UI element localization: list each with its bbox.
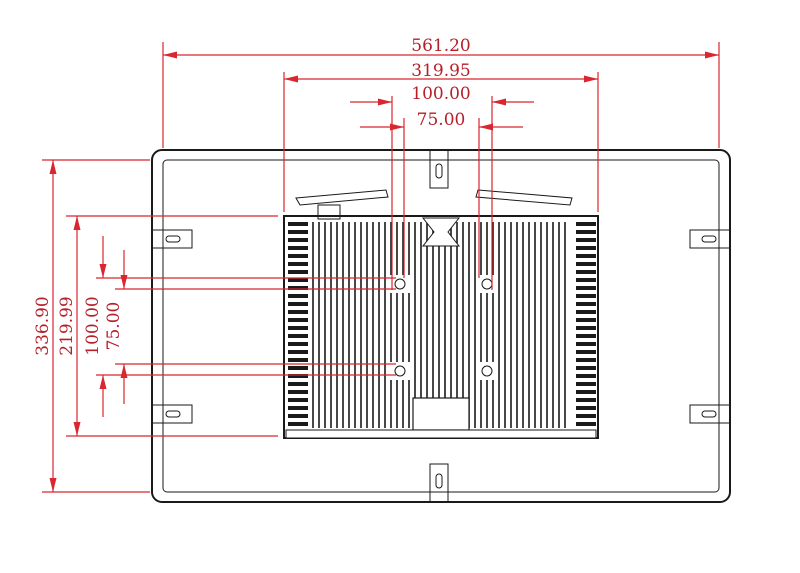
heatsink-side-fin — [576, 334, 596, 338]
heatsink-side-fin — [576, 374, 596, 378]
dimension-label-vesa-100-horizontal: 100.00 — [411, 84, 470, 104]
antenna-right — [475, 189, 573, 206]
heatsink-side-fin — [576, 222, 596, 226]
dimension-label-vesa-75-horizontal: 75.00 — [417, 110, 466, 130]
heatsink-side-fin — [576, 382, 596, 386]
heatsink-side-fin — [576, 286, 596, 290]
heatsink-top-cutout — [421, 217, 461, 247]
heatsink-side-fins-left — [288, 222, 308, 426]
heatsink-side-fin — [576, 406, 596, 410]
heatsink-side-fin — [576, 318, 596, 322]
heatsink-side-fin — [288, 278, 308, 282]
heatsink-side-fin — [288, 294, 308, 298]
dimension-label-vesa-100-vertical: 100.00 — [83, 296, 103, 355]
heatsink-side-fin — [288, 310, 308, 314]
heatsink-side-fin — [288, 254, 308, 258]
heatsink-side-fin — [288, 286, 308, 290]
heatsink-side-fins-right — [576, 222, 596, 426]
dimension-box-height: 219.99 — [57, 215, 278, 437]
heatsink-side-fin — [288, 326, 308, 330]
dimension-vesa-75-vertical: 75.00 — [104, 250, 396, 404]
heatsink-side-fin — [288, 262, 308, 266]
dimension-vesa-75-horizontal: 75.00 — [360, 110, 523, 278]
dimension-overall-width: 561.20 — [162, 36, 720, 148]
heatsink-side-fin — [288, 230, 308, 234]
heatsink-side-fin — [576, 350, 596, 354]
heatsink-side-fin — [288, 270, 308, 274]
heatsink-side-fin — [576, 302, 596, 306]
heatsink-side-fin — [576, 358, 596, 362]
heatsink-side-fin — [576, 310, 596, 314]
antenna-left — [295, 189, 389, 220]
heatsink-side-fin — [288, 318, 308, 322]
dimension-box-width: 319.95 — [283, 61, 599, 212]
heatsink-side-fin — [288, 374, 308, 378]
mounting-bracket-right-upper — [689, 229, 731, 249]
heatsink-side-fin — [288, 382, 308, 386]
heatsink-side-fin — [576, 238, 596, 242]
heatsink-side-fin — [576, 398, 596, 402]
heatsink-side-fin — [288, 390, 308, 394]
dimension-label-box-width: 319.95 — [411, 61, 470, 81]
heatsink-side-fin — [288, 342, 308, 346]
dimension-label-overall-width: 561.20 — [411, 36, 470, 56]
heatsink-side-fin — [576, 366, 596, 370]
heatsink-side-fin — [576, 246, 596, 250]
vesa-hole-bottom-right — [477, 362, 497, 380]
mounting-bracket-bottom — [429, 463, 449, 503]
heatsink-side-fin — [576, 254, 596, 258]
dimension-vesa-100-vertical: 100.00 — [83, 236, 396, 417]
label-window — [412, 397, 470, 431]
vesa-hole-top-right — [477, 275, 497, 293]
mounting-bracket-left-lower — [151, 404, 193, 424]
vesa-hole-bottom-left — [390, 362, 410, 380]
dimension-label-overall-height: 336.90 — [33, 296, 53, 355]
heatsink-side-fin — [288, 366, 308, 370]
heatsink-side-fin — [288, 238, 308, 242]
dimension-overall-height: 336.90 — [33, 159, 150, 493]
mounting-bracket-left-upper — [151, 229, 193, 249]
heatsink-side-fin — [288, 222, 308, 226]
heatsink-side-fin — [576, 230, 596, 234]
mounting-bracket-top — [429, 149, 449, 189]
heatsink-side-fin — [288, 350, 308, 354]
monitor-frame — [151, 149, 731, 503]
heatsink-side-fin — [576, 278, 596, 282]
heatsink-side-fin — [288, 334, 308, 338]
dimension-label-box-height: 219.99 — [57, 296, 77, 355]
heatsink-side-fin — [288, 398, 308, 402]
heatsink-side-fin — [288, 358, 308, 362]
heatsink-side-fin — [576, 270, 596, 274]
heatsink-side-fin — [288, 406, 308, 410]
heatsink-side-fin — [576, 414, 596, 418]
heatsink-side-fin — [288, 246, 308, 250]
heatsink-side-fin — [576, 390, 596, 394]
heatsink-side-fin — [576, 342, 596, 346]
heatsink-side-fin — [576, 326, 596, 330]
pc-box — [283, 215, 599, 439]
heatsink-side-fin — [288, 414, 308, 418]
dimension-label-vesa-75-vertical: 75.00 — [104, 302, 124, 351]
heatsink-side-fin — [576, 294, 596, 298]
heatsink-side-fin — [288, 302, 308, 306]
io-strip — [285, 429, 597, 439]
heatsink-fins — [312, 222, 566, 428]
heatsink-side-fin — [576, 422, 596, 426]
mounting-bracket-right-lower — [689, 404, 731, 424]
heatsink-side-fin — [576, 262, 596, 266]
heatsink-side-fin — [288, 422, 308, 426]
